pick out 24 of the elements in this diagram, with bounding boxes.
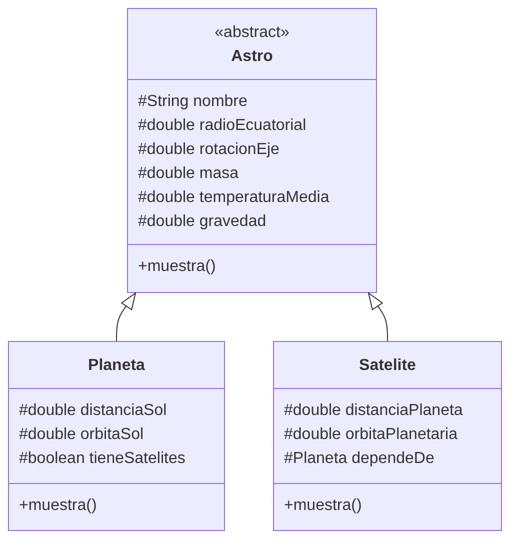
attribute-text: #double radioEcuatorial <box>138 116 306 136</box>
attribute-text: #double orbitaPlanetaria <box>284 425 458 445</box>
attribute-text: #double distanciaPlaneta <box>284 401 463 421</box>
attribute-text: #boolean tieneSatelites <box>19 449 186 469</box>
class-box <box>127 8 377 293</box>
method-text: +muestra() <box>284 496 362 516</box>
method-text: +muestra() <box>138 257 216 277</box>
attribute-text: #double rotacionEje <box>138 140 280 160</box>
class-name: Astro <box>231 46 273 66</box>
class-name: Planeta <box>88 356 145 376</box>
class-name: Satelite <box>359 356 416 376</box>
attribute-text: #double temperaturaMedia <box>138 188 330 208</box>
stereotype-label: «abstract» <box>214 22 290 42</box>
method-text: +muestra() <box>19 496 97 516</box>
inheritance-arrow <box>368 292 388 342</box>
class-box <box>8 341 225 531</box>
attribute-text: #Planeta dependeDe <box>284 449 434 469</box>
attribute-text: #String nombre <box>138 92 248 112</box>
attribute-text: #double masa <box>138 164 239 184</box>
class-box <box>273 341 502 531</box>
attribute-text: #double gravedad <box>138 212 266 232</box>
attribute-text: #double distanciaSol <box>19 401 167 421</box>
inheritance-arrow <box>116 292 136 342</box>
attribute-text: #double orbitaSol <box>19 425 144 445</box>
